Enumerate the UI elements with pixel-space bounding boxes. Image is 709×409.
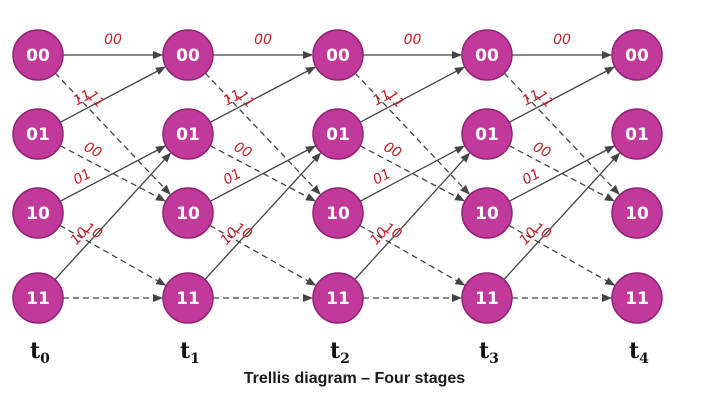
transition-edge-10-to-01	[209, 145, 316, 202]
transition-edge-00-to-10	[54, 72, 171, 195]
state-nodes: 00 01 10 11 00 01 10 11 00 01 10 11 00 01 10 11 00 01 10 11	[12, 29, 663, 324]
transition-edge-10-to-11	[209, 224, 317, 286]
state-node-label: 11	[176, 289, 200, 309]
state-node-01: 01	[461, 108, 513, 160]
time-step-label-t3: t3	[479, 338, 499, 367]
transition-edge-11-to-01	[204, 152, 322, 280]
transition-edge-00-to-10	[503, 72, 620, 195]
edge-output-label: 00	[553, 32, 571, 48]
state-node-01: 01	[12, 108, 64, 160]
edge-output-label: 00	[104, 32, 122, 48]
state-node-label: 01	[26, 125, 50, 145]
state-node-10: 10	[162, 187, 214, 239]
state-node-label: 10	[26, 204, 50, 224]
transition-edge-00-to-10	[354, 72, 470, 195]
edge-output-label: 10	[381, 220, 404, 243]
edge-output-label: 11	[221, 87, 244, 109]
state-node-00: 00	[461, 29, 513, 81]
state-node-10: 10	[461, 187, 513, 239]
edge-output-label: 10	[231, 220, 254, 243]
transition-edge-11-to-01	[503, 152, 621, 280]
state-node-10: 10	[611, 187, 663, 239]
state-node-label: 00	[176, 46, 200, 66]
state-node-label: 10	[176, 204, 200, 224]
state-node-label: 10	[475, 204, 499, 224]
state-node-01: 01	[312, 108, 364, 160]
edge-output-label: 00	[231, 139, 254, 162]
edge-output-label: 00	[530, 139, 553, 162]
edge-output-label: 10	[530, 220, 553, 243]
state-node-11: 11	[461, 272, 513, 324]
transition-edge-01-to-00	[209, 66, 316, 123]
edge-output-label: 00	[381, 139, 404, 162]
edge-output-label: 10	[81, 220, 104, 243]
state-node-label: 00	[326, 46, 350, 66]
state-node-label: 01	[625, 125, 649, 145]
state-node-label: 10	[625, 204, 649, 224]
transition-edge-10-to-01	[359, 145, 465, 202]
state-node-label: 11	[26, 289, 50, 309]
edge-output-label: 01	[520, 166, 543, 188]
edge-output-label: 11	[370, 87, 393, 109]
state-node-00: 00	[312, 29, 364, 81]
state-node-00: 00	[12, 29, 64, 81]
transition-edge-10-to-11	[359, 224, 466, 286]
state-node-10: 10	[312, 187, 364, 239]
edge-output-label: 00	[404, 32, 422, 48]
transition-edge-11-to-01	[54, 152, 172, 280]
state-node-label: 01	[475, 125, 499, 145]
state-node-01: 01	[162, 108, 214, 160]
transition-edge-01-to-00	[59, 66, 166, 123]
state-node-11: 11	[162, 272, 214, 324]
state-node-11: 11	[312, 272, 364, 324]
time-step-label-t0: t0	[30, 338, 50, 367]
state-node-label: 00	[625, 46, 649, 66]
edge-output-label: 01	[221, 166, 244, 188]
state-node-00: 00	[611, 29, 663, 81]
state-node-label: 11	[475, 289, 499, 309]
state-node-label: 00	[475, 46, 499, 66]
edge-output-label: 01	[370, 166, 393, 188]
transition-labels: 0011110001101000111100011010001111000110…	[67, 32, 571, 248]
transition-edge-10-to-11	[508, 224, 616, 286]
edge-output-label: 11	[71, 87, 94, 109]
diagram-caption: Trellis diagram – Four stages	[243, 370, 466, 387]
edge-output-label: 00	[254, 32, 272, 48]
state-node-label: 10	[326, 204, 350, 224]
transition-edge-10-to-01	[508, 145, 615, 202]
time-step-label-t4: t4	[629, 338, 649, 367]
transition-edge-01-to-00	[508, 66, 615, 123]
time-step-label-t2: t2	[330, 338, 350, 367]
state-node-11: 11	[611, 272, 663, 324]
time-step-label-t1: t1	[180, 338, 200, 367]
transition-edge-00-to-10	[204, 72, 321, 195]
transition-edge-10-to-11	[59, 224, 167, 286]
transition-edge-11-to-01	[354, 152, 471, 280]
edge-output-label: 00	[81, 139, 104, 162]
state-node-11: 11	[12, 272, 64, 324]
edge-output-label: 01	[71, 166, 94, 188]
time-step-labels: t0 t1 t2 t3 t4	[30, 338, 649, 367]
state-node-00: 00	[162, 29, 214, 81]
state-node-label: 01	[326, 125, 350, 145]
state-node-label: 01	[176, 125, 200, 145]
edge-output-label: 11	[520, 87, 543, 109]
state-node-label: 11	[326, 289, 350, 309]
transition-edge-01-to-00	[359, 66, 465, 123]
transition-edge-10-to-01	[59, 145, 166, 202]
state-node-label: 11	[625, 289, 649, 309]
state-node-label: 00	[26, 46, 50, 66]
state-node-10: 10	[12, 187, 64, 239]
transition-edges	[54, 51, 621, 302]
state-node-01: 01	[611, 108, 663, 160]
